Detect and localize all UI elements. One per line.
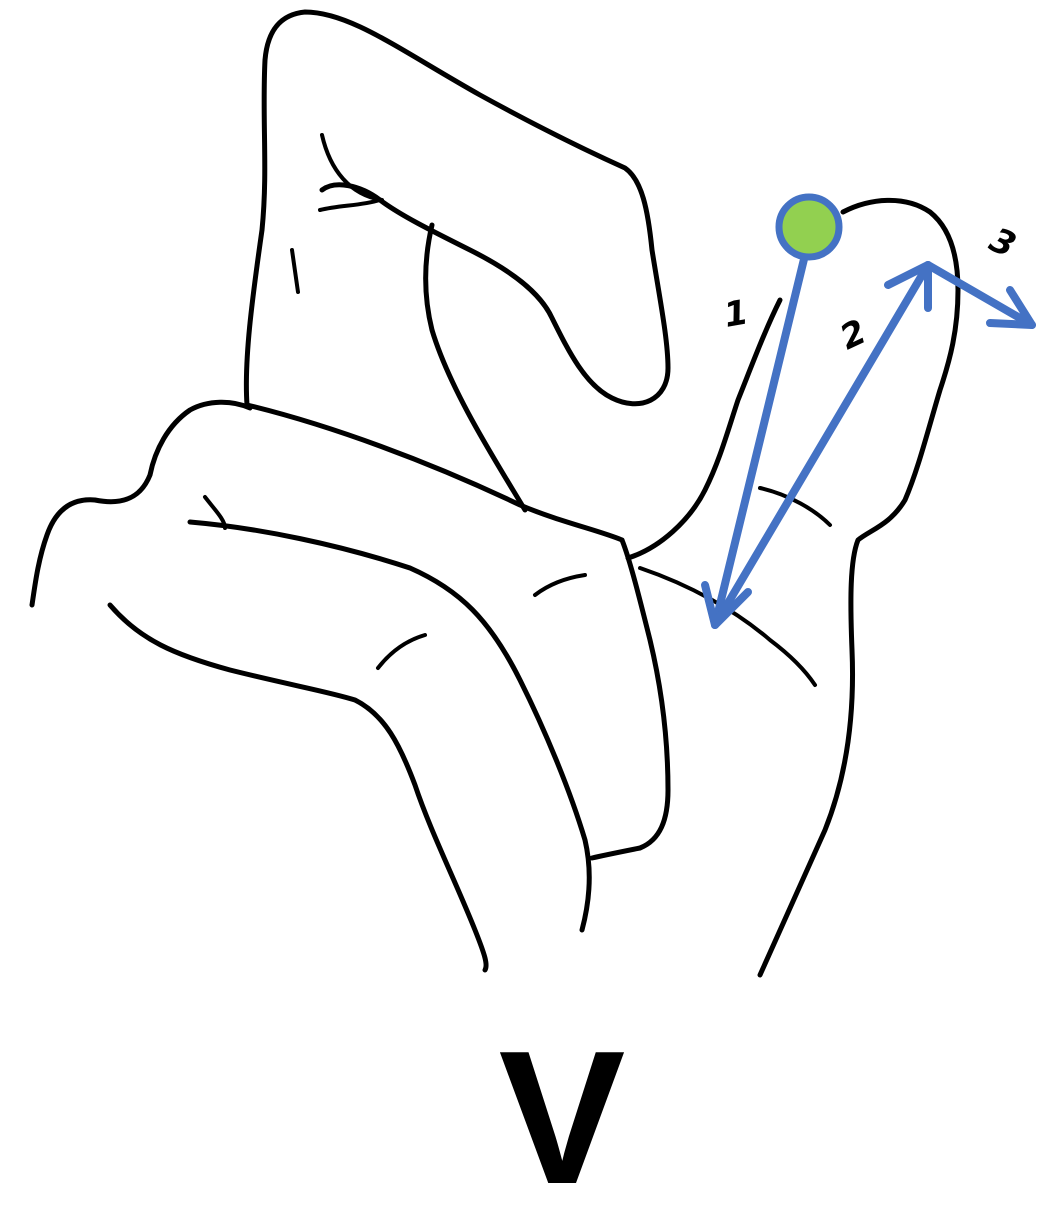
- arrow-3-head: [986, 286, 1036, 329]
- arrow-3: [924, 261, 1036, 329]
- arrow-2: [711, 261, 932, 629]
- step-label-3: 3: [983, 220, 1021, 266]
- ring-finger-crease: [376, 633, 427, 670]
- thumb-base-crease: [638, 566, 817, 687]
- middle-finger-crease: [203, 495, 227, 530]
- step-label-1: 1: [721, 292, 751, 336]
- index-finger-tick: [290, 248, 300, 294]
- start-point-marker: [775, 193, 843, 261]
- middle-knuckle-outline: [244, 402, 625, 543]
- thumb-joint-crease: [758, 486, 832, 527]
- knuckle-edge: [589, 537, 671, 861]
- thumb-tip-outline: [757, 197, 961, 978]
- ring-finger-outline: [107, 602, 489, 973]
- index-finger-crease: [320, 133, 384, 202]
- arrow-1: [711, 251, 809, 629]
- movement-arrows: [701, 251, 1036, 629]
- index-finger-crease-lower: [318, 198, 382, 212]
- hand-drawing: [29, 9, 961, 978]
- palm-crease-short: [533, 573, 587, 597]
- index-finger-inner-edge: [423, 222, 528, 513]
- sign-letter-caption: V: [499, 1012, 626, 1223]
- thumb-outline: [625, 297, 783, 561]
- middle-finger-outline: [29, 399, 253, 608]
- step-label-2: 2: [834, 312, 872, 358]
- middle-finger-lower-edge: [187, 519, 592, 933]
- index-finger-outline: [243, 9, 671, 408]
